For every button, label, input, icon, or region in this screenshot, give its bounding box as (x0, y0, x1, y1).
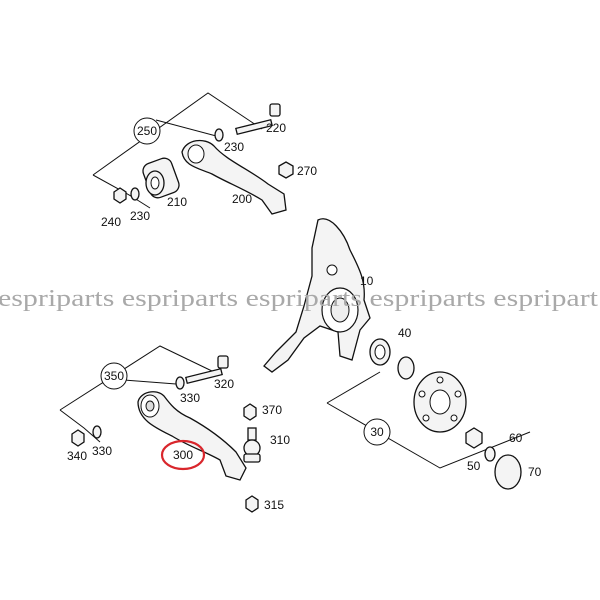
lower-arm-group: 350 320 330 340 330 300 370 310 (59, 345, 290, 513)
label-330-lower: 330 (92, 444, 112, 458)
bolt-320 (185, 355, 229, 385)
nut-315 (245, 495, 259, 513)
steering-knuckle-group: 10 (263, 218, 374, 373)
label-315: 315 (264, 498, 284, 512)
label-330-upper: 330 (180, 391, 200, 405)
label-40: 40 (398, 326, 412, 340)
label-240: 240 (101, 215, 121, 229)
label-300: 300 (173, 448, 193, 462)
washer-60 (484, 446, 496, 462)
highlight-ring-300 (160, 439, 206, 471)
label-220: 220 (266, 121, 286, 135)
nut-50 (465, 427, 483, 449)
bracket-30-upper (326, 371, 381, 404)
label-210: 210 (167, 195, 187, 209)
seal-40-inner (374, 344, 386, 360)
washer-230-lower (130, 187, 140, 201)
label-270: 270 (297, 164, 317, 178)
hub-group: 30 40 50 60 70 (326, 326, 542, 490)
callout-circle-350 (100, 362, 128, 390)
label-340: 340 (67, 449, 87, 463)
label-310: 310 (270, 433, 290, 447)
cap-70 (494, 454, 522, 490)
callout-circle-30 (363, 418, 391, 446)
bracket-30 (326, 402, 531, 469)
nut-340 (71, 429, 85, 447)
nut-370 (243, 403, 257, 421)
control-arm-200 (181, 139, 287, 215)
label-70: 70 (528, 465, 542, 479)
wheel-hub (413, 371, 467, 433)
washer-330-upper (175, 376, 185, 390)
arm-200-eye (187, 144, 205, 164)
nut-240 (113, 187, 127, 204)
knuckle-hub (330, 297, 350, 323)
label-50: 50 (467, 459, 481, 473)
callout-circle-250 (133, 117, 161, 145)
bolt-220 (235, 103, 281, 136)
label-10: 10 (360, 274, 374, 288)
watermark-text: espriparts espriparts espriparts espripa… (0, 286, 598, 312)
nut-270 (278, 161, 294, 179)
knuckle-hole (326, 264, 338, 276)
lower-arm-300 (137, 391, 247, 481)
washer-230-upper (214, 128, 224, 142)
label-30: 30 (370, 425, 384, 439)
ball-joint-310 (243, 427, 261, 463)
bracket-250-mid (155, 119, 221, 138)
label-60: 60 (509, 431, 523, 445)
bracket-350 (59, 345, 215, 411)
washer-330-lower (92, 425, 102, 439)
bushing-210 (142, 157, 180, 199)
label-250: 250 (137, 124, 157, 138)
bearing-40 (397, 356, 415, 380)
bracket-350-mid (123, 379, 177, 385)
steering-knuckle-10 (263, 218, 371, 373)
upper-arm-group: 250 220 230 210 240 230 200 270 (92, 92, 317, 229)
label-370: 370 (262, 403, 282, 417)
arm-300-bushing-core (145, 400, 155, 412)
bracket-250 (92, 92, 263, 176)
label-230-upper: 230 (224, 140, 244, 154)
label-200: 200 (232, 192, 252, 206)
label-350: 350 (104, 369, 124, 383)
label-230-lower: 230 (130, 209, 150, 223)
label-320: 320 (214, 377, 234, 391)
